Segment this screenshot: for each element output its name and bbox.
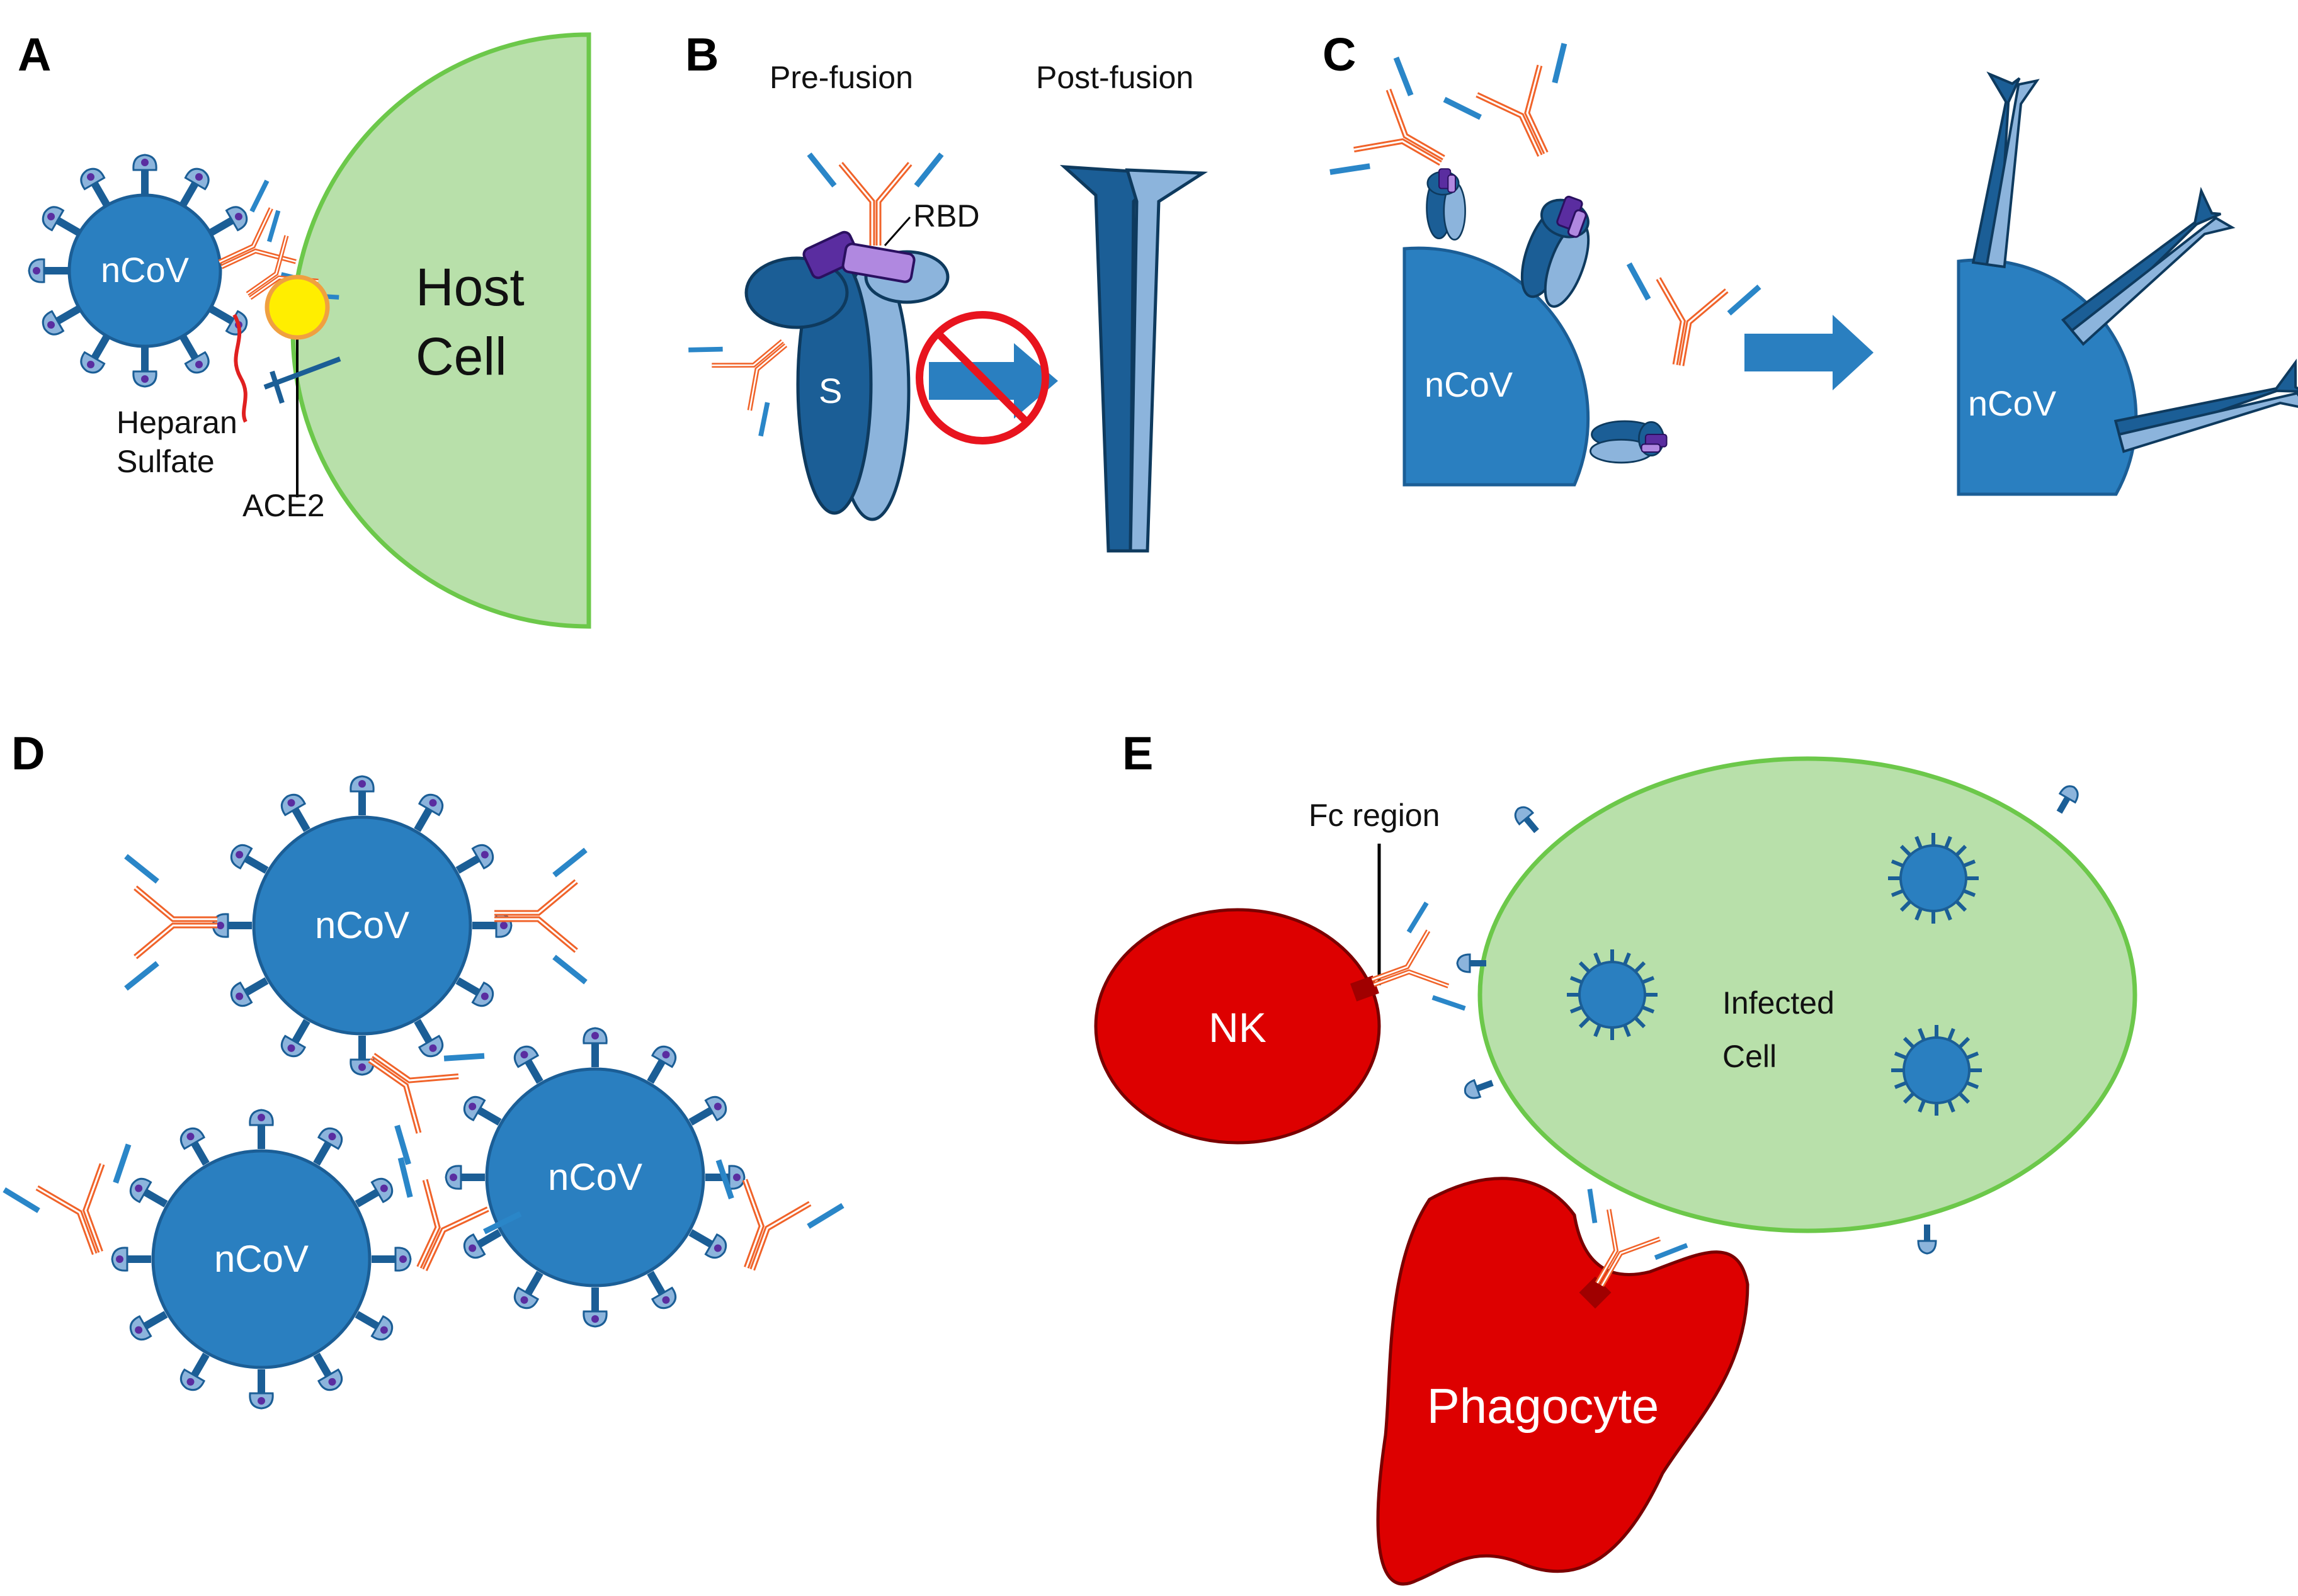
pre-fusion-spike: S	[744, 230, 950, 521]
panel-d-label: D	[11, 727, 45, 779]
heparan-sulfate	[232, 314, 247, 423]
panel-a-label: A	[18, 28, 51, 81]
phagocyte	[1376, 1177, 1749, 1586]
virus-d-right: nCoV	[445, 1027, 746, 1328]
antibody-d-1	[126, 856, 217, 988]
rbd-label: RBD	[913, 198, 980, 234]
spike-c-3	[1589, 420, 1668, 464]
panel-d: D nCoV	[4, 727, 843, 1410]
antibody-c-3	[1613, 264, 1760, 376]
mini-virus-1	[1567, 949, 1658, 1040]
host-cell-label-2: Cell	[416, 327, 507, 386]
virus-d-right-label: nCoV	[548, 1156, 642, 1198]
virus-c-right-label: nCoV	[1968, 383, 2057, 423]
infected-cell-label-1: Infected	[1722, 985, 1834, 1021]
panel-c-label: C	[1322, 28, 1356, 81]
spike-c-2	[1510, 188, 1606, 314]
virus-d-top-label: nCoV	[315, 904, 409, 946]
post-spike-c-2	[2055, 190, 2234, 351]
nk-label: NK	[1209, 1004, 1266, 1051]
heparan-label-2: Sulfate	[117, 444, 215, 479]
panel-c: C nCoV nCoV	[1322, 28, 2298, 496]
virus-a: nCoV	[28, 154, 252, 388]
virus-d-left: nCoV	[111, 1109, 412, 1410]
mini-virus-2	[1888, 833, 1979, 924]
ace2-label: ACE2	[242, 488, 325, 523]
post-fusion-spike	[1059, 165, 1208, 553]
panel-b-label: B	[685, 28, 719, 81]
phagocyte-label: Phagocyte	[1427, 1378, 1659, 1434]
post-spike-c-3	[2112, 361, 2298, 459]
panel-e-label: E	[1122, 727, 1153, 779]
ace2-receptor	[264, 274, 330, 340]
virus-d-top: nCoV	[212, 775, 513, 1076]
host-cell-label-1: Host	[416, 258, 525, 317]
fc-receptor-nk	[1350, 975, 1379, 1002]
surface-spike-4	[1917, 1223, 1937, 1255]
spike-s-label: S	[819, 371, 842, 410]
spike-c-1	[1426, 167, 1466, 241]
infected-cell-label-2: Cell	[1722, 1039, 1777, 1074]
pre-fusion-label: Pre-fusion	[770, 60, 913, 95]
virus-a-label: nCoV	[101, 250, 190, 290]
arrow-c	[1744, 315, 1874, 390]
surface-spike-3	[1461, 1073, 1497, 1102]
fc-region-label: Fc region	[1309, 798, 1440, 833]
blocked-fusion-arrow	[916, 311, 1058, 444]
panel-b: B Pre-fusion Post-fusion S RBD	[685, 28, 1208, 553]
surface-spike-2	[2051, 781, 2083, 818]
post-fusion-label: Post-fusion	[1036, 60, 1193, 95]
nk-cell	[1094, 908, 1381, 1145]
mini-virus-3	[1891, 1025, 1982, 1116]
antibody-c-2	[1445, 43, 1603, 182]
heparan-label-1: Heparan	[117, 405, 237, 440]
post-spike-c-1	[1962, 72, 2039, 269]
virus-d-left-label: nCoV	[214, 1238, 309, 1280]
virus-c-left-label: nCoV	[1425, 365, 1513, 404]
panel-a: A Host Cell nCoV ACE2	[18, 28, 591, 629]
surface-spike-1	[1510, 802, 1545, 838]
virus-surface-c-left	[1402, 246, 1590, 487]
panel-e: E Infected Cell NK Fc region Phagocyte	[1094, 727, 2137, 1586]
